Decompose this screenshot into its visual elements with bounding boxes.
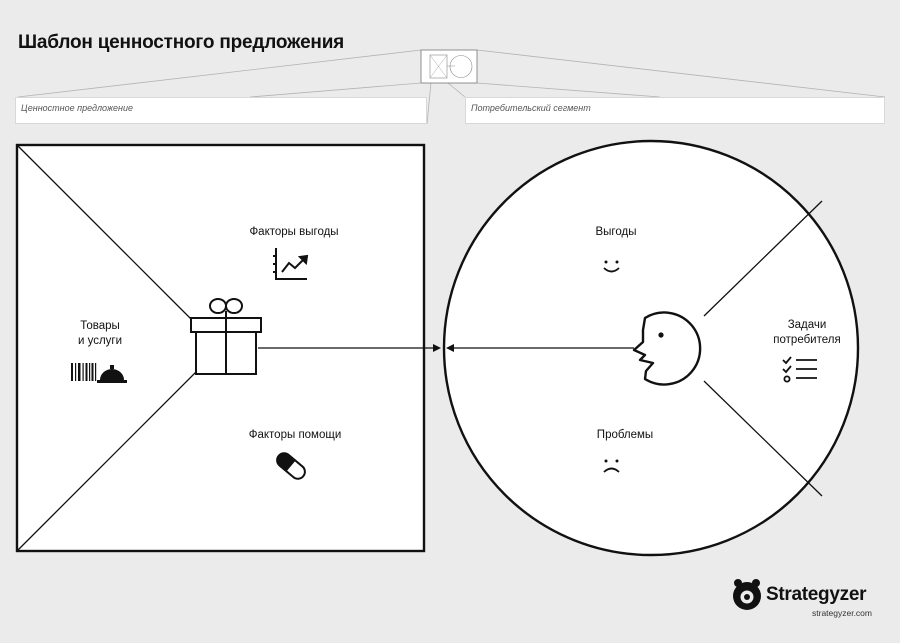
strategyzer-logo-icon xyxy=(733,579,761,610)
brand-url[interactable]: strategyzer.com xyxy=(812,608,872,618)
pains-label: Проблемы xyxy=(596,429,654,441)
products-services-label: Товары и услуги xyxy=(77,320,123,347)
chart-up-icon xyxy=(273,248,309,280)
face-profile-icon xyxy=(632,311,702,386)
gains-label: Выгоды xyxy=(595,226,637,238)
gain-creators-label: Факторы выгоды xyxy=(249,226,339,238)
fit-arrows xyxy=(258,344,634,352)
canvas-thumbnail xyxy=(420,49,478,84)
value-proposition-field[interactable]: Ценностное предложение xyxy=(15,97,427,124)
canvas-thumbnail-guides xyxy=(17,49,886,125)
customer-segment-label: Потребительский сегмент xyxy=(471,103,591,113)
frown-icon xyxy=(603,459,620,473)
checklist-icon xyxy=(782,356,817,383)
customer-segment-field[interactable]: Потребительский сегмент xyxy=(465,97,885,124)
pain-relievers-label: Факторы помощи xyxy=(248,429,342,441)
pill-icon xyxy=(276,452,306,480)
barcode-icon xyxy=(71,363,97,381)
smile-icon xyxy=(603,260,620,273)
page-title: Шаблон ценностного предложения xyxy=(18,32,345,53)
cloche-icon xyxy=(97,365,127,383)
value-proposition-label: Ценностное предложение xyxy=(21,103,133,113)
gift-icon xyxy=(190,298,262,375)
customer-jobs-label: Задачи потребителя xyxy=(773,319,841,346)
brand-name: Strategyzer xyxy=(766,584,867,605)
